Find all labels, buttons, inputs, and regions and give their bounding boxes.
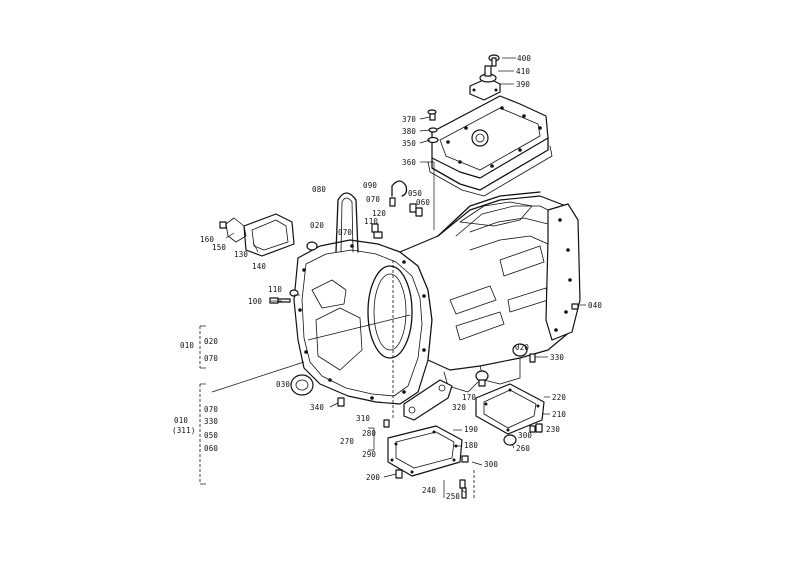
part-label-240: 240 <box>422 486 436 495</box>
pipe <box>335 192 359 253</box>
part-label-230: 230 <box>546 425 560 434</box>
part-label-020-right: 020 <box>515 343 529 352</box>
part-label-270: 270 <box>340 437 354 446</box>
part-label-010-lower: 010 <box>174 416 188 425</box>
part-label-300-right: 300 <box>518 431 532 440</box>
part-label-150: 150 <box>212 243 226 252</box>
part-label-320: 320 <box>452 403 466 412</box>
part-label-110-top: 110 <box>364 217 378 226</box>
part-label-050: 050 <box>408 189 422 198</box>
part-label-020-top: 020 <box>310 221 324 230</box>
part-label-190: 190 <box>464 425 478 434</box>
filler-plug <box>475 370 489 387</box>
part-label-200: 200 <box>366 473 380 482</box>
top-cover <box>431 95 549 191</box>
part-label-290: 290 <box>362 450 376 459</box>
part-label-330-lower: 330 <box>204 417 218 426</box>
part-label-310: 310 <box>356 414 370 423</box>
part-label-070-top: 070 <box>366 195 380 204</box>
part-label-040: 040 <box>588 301 602 310</box>
part-label-330-right: 330 <box>550 353 564 362</box>
part-label-340: 340 <box>310 403 324 412</box>
part-label-350: 350 <box>402 139 416 148</box>
part-label-250: 250 <box>446 492 460 501</box>
cover-gasket <box>427 145 553 197</box>
cover-bolt <box>427 109 439 144</box>
part-label-370: 370 <box>402 115 416 124</box>
link-bracket <box>403 379 453 421</box>
right-cover <box>475 383 545 435</box>
part-label-110-left: 110 <box>268 285 282 294</box>
part-label-311: (311) <box>172 426 196 435</box>
part-label-090: 090 <box>363 181 377 190</box>
part-label-390: 390 <box>516 80 530 89</box>
part-label-080: 080 <box>312 185 326 194</box>
part-label-050-lower: 050 <box>204 431 218 440</box>
part-number-labels: 400 410 390 370 380 350 360 090 070 050 … <box>172 54 602 501</box>
part-label-130: 130 <box>234 250 248 259</box>
part-label-260: 260 <box>516 444 530 453</box>
part-label-170: 170 <box>462 393 476 402</box>
right-fittings <box>512 303 579 363</box>
bottom-cover <box>387 425 463 477</box>
plug <box>290 374 314 396</box>
side-plate <box>219 213 295 257</box>
part-label-060: 060 <box>416 198 430 207</box>
part-label-300-bottom: 300 <box>484 460 498 469</box>
leader-lines <box>199 57 586 500</box>
part-label-220: 220 <box>552 393 566 402</box>
part-label-400: 400 <box>517 54 531 63</box>
part-label-180: 180 <box>464 441 478 450</box>
breather-cap <box>469 54 501 101</box>
small-fittings <box>306 203 423 251</box>
part-label-120: 120 <box>372 209 386 218</box>
transmission-case <box>293 191 581 405</box>
part-label-360: 360 <box>402 158 416 167</box>
hook <box>389 180 408 207</box>
part-label-210: 210 <box>552 410 566 419</box>
part-label-020-bracket: 020 <box>204 337 218 346</box>
left-bolt <box>269 289 299 304</box>
part-label-030: 030 <box>276 380 290 389</box>
part-label-380: 380 <box>402 127 416 136</box>
part-label-070-mid: 070 <box>338 228 352 237</box>
part-label-070-bracket: 070 <box>204 354 218 363</box>
part-label-280: 280 <box>362 429 376 438</box>
part-label-060-lower: 060 <box>204 444 218 453</box>
part-label-010-upper: 010 <box>180 341 194 350</box>
part-label-410: 410 <box>516 67 530 76</box>
part-label-140: 140 <box>252 262 266 271</box>
part-label-160: 160 <box>200 235 214 244</box>
part-label-070-lower: 070 <box>204 405 218 414</box>
part-label-100: 100 <box>248 297 262 306</box>
